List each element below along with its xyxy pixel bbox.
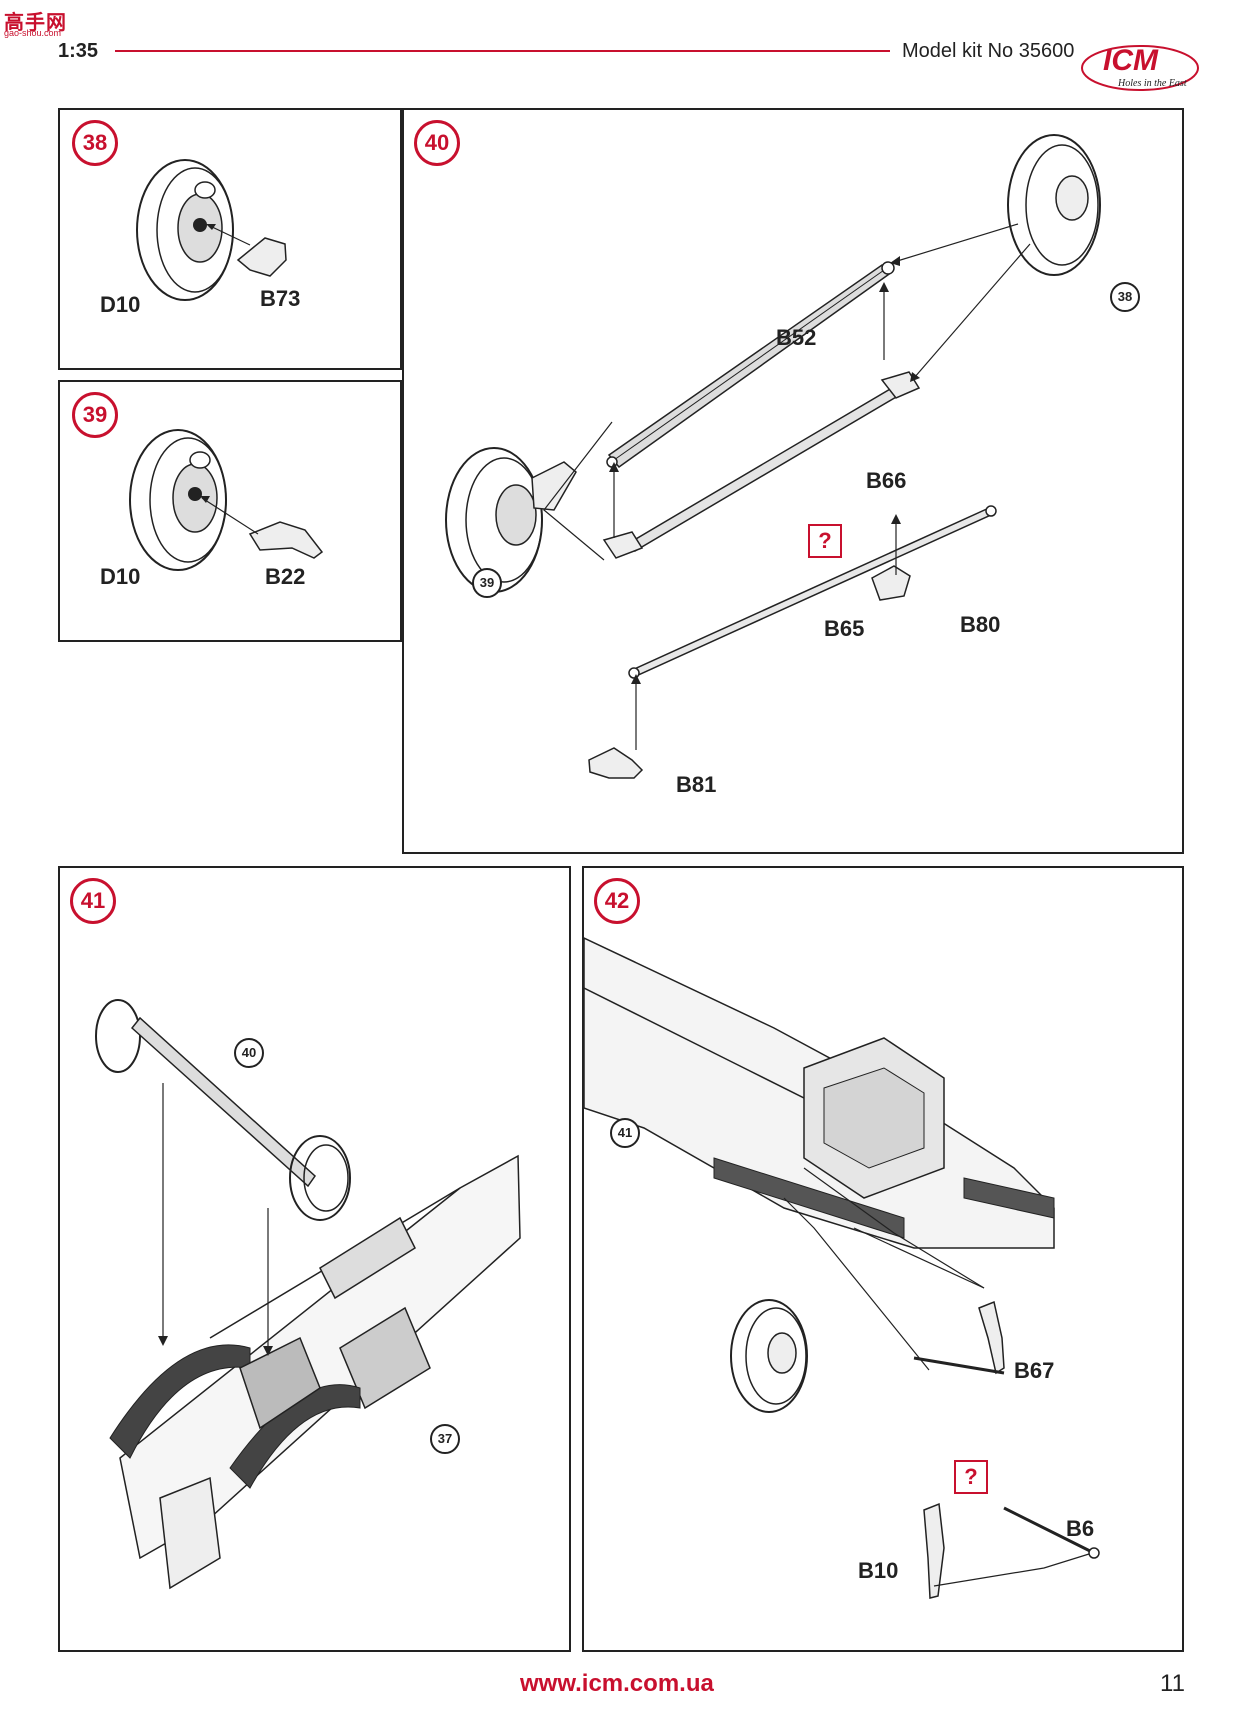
step-ref-38: 38 [1110,282,1140,312]
part-label-b73: B73 [260,286,301,311]
step-42-panel: 42 41 B67 B6 B10 ? [582,866,1184,1652]
step-39-number: 39 [72,392,118,438]
part-label-b65: B65 [824,616,865,641]
optional-step-marker: ? [808,524,842,558]
step-41-panel: 41 40 37 [58,866,571,1652]
step-38-number: 38 [72,120,118,166]
scale-label: 1:35 [58,40,99,62]
step-40-drawing [445,134,1101,779]
step-41-number: 41 [70,878,116,924]
watermark-sub-text: gao-shou.com [4,28,62,38]
step-ref-39: 39 [472,568,502,598]
icm-logo-text: ICM [1103,44,1159,77]
step-42-drawing [584,937,1100,1599]
step-39-drawing [129,429,324,571]
step-40-number: 40 [414,120,460,166]
step-ref-40: 40 [234,1038,264,1068]
watermark-logo-text: 高手网 [4,12,67,34]
step-38-drawing [136,159,287,301]
kit-number: Model kit No 35600 [902,40,1075,62]
step-40-panel: 40 [402,108,1184,854]
part-label-b52: B52 [776,325,817,350]
optional-step-marker: ? [954,1460,988,1494]
header-divider [115,50,890,52]
step-41-drawing [95,999,521,1590]
part-label-b22: B22 [265,564,306,589]
part-label-d10: D10 [100,564,141,589]
part-label-b66: B66 [866,468,907,493]
part-label-d10: D10 [100,292,141,317]
part-label-b81: B81 [676,772,717,797]
step-42-number: 42 [594,878,640,924]
part-label-b10: B10 [858,1558,899,1583]
page-number: 11 [1160,1670,1185,1697]
footer-url[interactable]: www.icm.com.ua [520,1670,714,1697]
part-label-b6: B6 [1066,1516,1095,1541]
step-ref-37: 37 [430,1424,460,1454]
step-ref-41: 41 [610,1118,640,1148]
part-label-b67: B67 [1014,1358,1055,1383]
step-39-panel: 39 D10 B22 [58,380,402,642]
part-label-b80: B80 [960,612,1001,637]
step-38-panel: 38 D10 B73 [58,108,402,370]
icm-logo-tagline: Holes in the East [1117,78,1187,89]
